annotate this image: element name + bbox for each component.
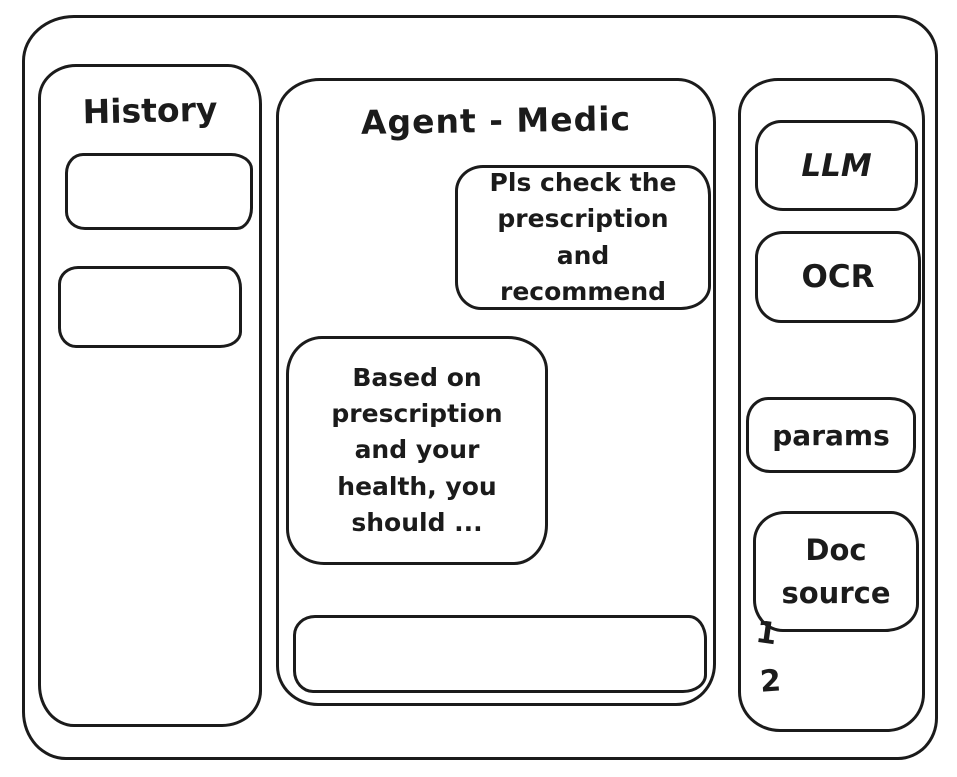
ocr-button[interactable]: OCR [755, 231, 921, 323]
doc-source-item-2[interactable]: 2 [758, 663, 783, 700]
page-title: Agent - Medic [360, 99, 632, 142]
doc-source-item-1[interactable]: 1 [753, 614, 780, 653]
message-input[interactable] [293, 615, 707, 693]
user-message-bubble: Pls check the prescription and recommend [455, 165, 711, 310]
history-panel: History [38, 64, 262, 727]
agent-message-bubble: Based on prescription and your health, y… [286, 336, 548, 565]
history-item[interactable] [58, 266, 242, 348]
llm-button[interactable]: LLM [755, 120, 918, 211]
tools-panel: LLM OCR params Doc source 1 2 [738, 78, 925, 732]
history-item[interactable] [65, 153, 253, 230]
params-button[interactable]: params [746, 397, 916, 473]
history-title: History [82, 89, 218, 132]
doc-source-button[interactable]: Doc source [753, 511, 919, 632]
chat-panel: Agent - Medic Pls check the prescription… [276, 78, 716, 706]
